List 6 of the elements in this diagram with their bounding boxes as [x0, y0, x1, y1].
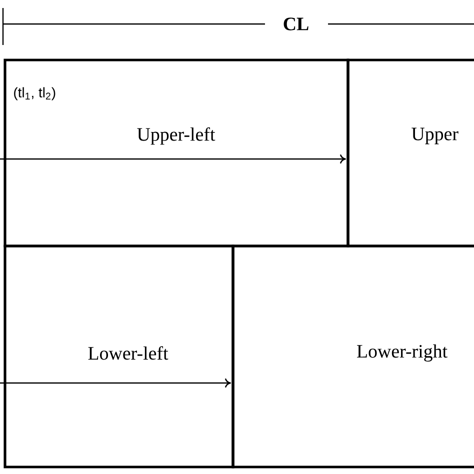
dimension-label: CL — [284, 18, 308, 30]
region-label: Upper-left — [137, 127, 216, 145]
region-label: Lower-left — [88, 346, 168, 360]
region-label: Lower-right — [357, 344, 448, 362]
coordinate-label: (tl$_{1}$, tl$_{2}$) — [14, 87, 56, 100]
region-label: Upper — [412, 128, 458, 144]
